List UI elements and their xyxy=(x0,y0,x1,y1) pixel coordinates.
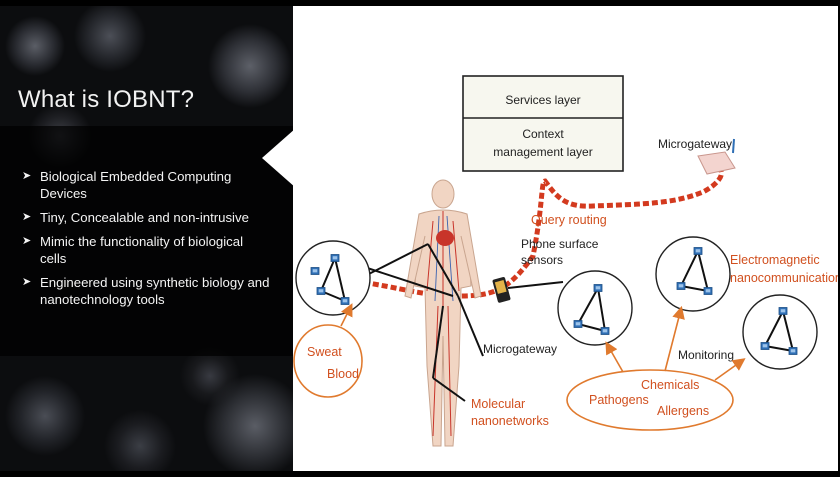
human-body-figure xyxy=(404,179,482,447)
phone-sensor-icon xyxy=(492,277,511,303)
phone-label-2: sensors xyxy=(521,253,563,267)
em-label-1: Electromagnetic xyxy=(730,253,820,267)
bullet-list: ➤ Biological Embedded Computing Devices ➤… xyxy=(22,168,272,315)
bullet-text: Mimic the functionality of biological ce… xyxy=(40,234,244,266)
arrow-bullet-icon: ➤ xyxy=(22,170,32,182)
services-layer-label: Services layer xyxy=(505,93,580,107)
services-stack: Services layer Context management layer xyxy=(462,75,624,172)
molecular-label-2: nanonetworks xyxy=(471,414,549,428)
nanonetwork-circle-phone xyxy=(557,270,633,346)
diagram-canvas: Services layer Context management layer … xyxy=(293,75,838,447)
bullet-text: Engineered using synthetic biology and n… xyxy=(40,275,270,307)
services-box xyxy=(462,75,624,172)
bullet-item: ➤ Mimic the functionality of biological c… xyxy=(22,233,272,267)
molecular-label-1: Molecular xyxy=(471,397,525,411)
arrow-bullet-icon: ➤ xyxy=(22,235,32,247)
callout-pointer xyxy=(262,128,296,188)
bullet-item: ➤ Engineered using synthetic biology and … xyxy=(22,274,272,308)
sweat-label: Sweat xyxy=(307,345,342,359)
bullet-text: Tiny, Concealable and non-intrusive xyxy=(40,210,249,225)
context-label-1: Context xyxy=(522,127,564,141)
sweat-blood-source: Sweat Blood xyxy=(293,303,363,398)
monitoring-label: Monitoring xyxy=(678,348,734,362)
em-label-2: nanocommunication xyxy=(730,271,838,285)
phone-label-1: Phone surface xyxy=(521,237,599,251)
pathogens-source: Pathogens Chemicals Allergens xyxy=(566,305,746,431)
arrow-bullet-icon: ➤ xyxy=(22,211,32,223)
chemicals-label: Chemicals xyxy=(641,378,699,392)
nanonetwork-circle-left xyxy=(295,240,371,316)
bullet-text: Biological Embedded Computing Devices xyxy=(40,169,232,201)
arrow-bullet-icon: ➤ xyxy=(22,276,32,288)
blood-label: Blood xyxy=(327,367,359,381)
context-label-2: management layer xyxy=(493,145,592,159)
iobnt-diagram: Services layer Context management layer … xyxy=(293,6,838,471)
query-routing-label: Query routing xyxy=(531,213,607,227)
bullet-item: ➤ Tiny, Concealable and non-intrusive xyxy=(22,209,272,226)
pathogens-label: Pathogens xyxy=(589,393,649,407)
allergens-label: Allergens xyxy=(657,404,709,418)
nanonetwork-circle-em xyxy=(655,236,731,312)
microgateway-top-label: Microgateway xyxy=(658,137,732,151)
text-backdrop xyxy=(0,126,293,356)
slide-title: What is IOBNT? xyxy=(18,86,195,113)
bullet-item: ➤ Biological Embedded Computing Devices xyxy=(22,168,272,202)
connector-lines xyxy=(354,243,564,402)
left-panel: What is IOBNT? ➤ Biological Embedded Comp… xyxy=(0,6,293,471)
nanonetwork-circle-monitoring xyxy=(742,294,818,370)
microgateway-mid-label: Microgateway xyxy=(483,342,557,356)
microgateway-device xyxy=(697,138,736,175)
